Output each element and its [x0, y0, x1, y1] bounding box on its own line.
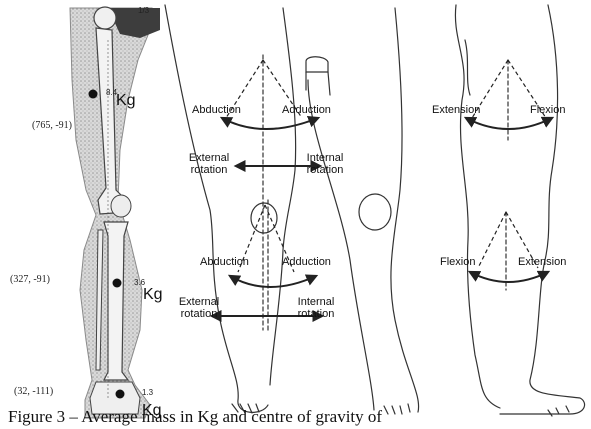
- side-leg-back-outline: [455, 5, 500, 408]
- side-thigh-flexion-label: Flexion: [530, 104, 565, 116]
- front-thigh-internal-rotation-label: Internal rotation: [296, 152, 354, 176]
- front-shank-adduction-label: Adduction: [282, 256, 331, 268]
- mass-value-foot: 1.3: [142, 388, 153, 397]
- front-right-knee: [359, 194, 391, 230]
- front-left-leg-outline: [165, 5, 268, 412]
- coord-foot: (32, -111): [14, 386, 53, 397]
- shank-abduction-arc: [230, 276, 316, 287]
- cog-dot-thigh: [89, 90, 98, 99]
- front-shank-external-rotation-label: External rotation: [168, 296, 230, 320]
- coord-thigh: (765, -91): [32, 120, 72, 131]
- front-thigh-external-rotation-label: External rotation: [178, 152, 240, 176]
- side-thigh-extension-label: Extension: [432, 104, 480, 116]
- mass-unit-thigh: Kg: [116, 92, 136, 110]
- front-shank-internal-rotation-label: Internal rotation: [286, 296, 346, 320]
- cog-dot-shank: [113, 279, 122, 288]
- side-view-arrows: [466, 60, 552, 282]
- patella: [111, 195, 131, 217]
- thigh-flexion-arc: [466, 118, 552, 129]
- cog-dot-foot: [116, 390, 125, 399]
- front-right-leg-outline: [308, 80, 374, 410]
- side-view-panel: [455, 5, 584, 416]
- figure-caption: Figure 3 – Average mass in Kg and centre…: [8, 407, 382, 427]
- front-view-panel: [165, 5, 419, 414]
- front-thigh-abduction-label: Abduction: [192, 104, 241, 116]
- skeleton-leg-panel: [70, 7, 160, 418]
- shank-flexion-arc: [470, 272, 548, 282]
- thigh-abduction-arc: [222, 118, 318, 129]
- side-shank-extension-label: Extension: [518, 256, 566, 268]
- front-thigh-adduction-label: Adduction: [282, 104, 331, 116]
- coord-shank: (327, -91): [10, 274, 50, 285]
- corner-mark: 1/3: [138, 6, 149, 15]
- side-shank-flexion-label: Flexion: [440, 256, 475, 268]
- femoral-head: [94, 7, 116, 29]
- mass-unit-shank: Kg: [143, 286, 163, 304]
- front-view-arrows: [212, 60, 322, 316]
- front-shank-abduction-label: Abduction: [200, 256, 249, 268]
